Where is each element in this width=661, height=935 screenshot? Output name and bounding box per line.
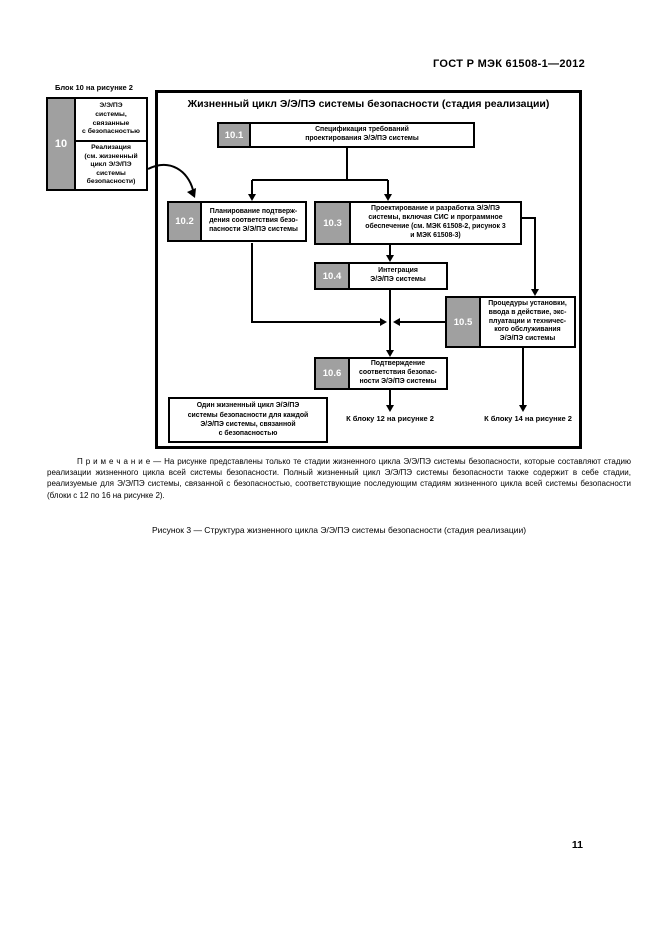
figure-note: П р и м е ч а н и е — На рисунке предста…	[47, 457, 631, 500]
page-number: 11	[571, 839, 583, 851]
block10: 10 Э/Э/ПЭ системы, связанные с безопасно…	[46, 97, 148, 191]
diagram-title: Жизненный цикл Э/Э/ПЭ системы безопаснос…	[187, 98, 550, 110]
flow-box-10-5: 10.5 Процедуры установки, ввода в действ…	[445, 296, 576, 348]
flow-box-10-2-number: 10.2	[169, 203, 202, 240]
flow-box-10-3-text: Проектирование и разработка Э/Э/ПЭ систе…	[365, 205, 506, 239]
flow-box-10-6-number: 10.6	[316, 359, 350, 388]
flow-box-10-5-text: Процедуры установки, ввода в действие, э…	[488, 300, 567, 343]
flow-box-10-4-number: 10.4	[316, 264, 350, 288]
flow-box-10-5-number: 10.5	[447, 298, 481, 346]
flow-box-10-1-number: 10.1	[219, 124, 251, 146]
flow-box-10-1: 10.1 Спецификация требований проектирова…	[217, 122, 475, 148]
exit-label-block12: К блоку 12 на рисунке 2	[346, 414, 434, 423]
block10-top-cell: Э/Э/ПЭ системы, связанные с безопасность…	[76, 99, 146, 143]
flow-box-10-6: 10.6 Подтверждение соответствия безопас-…	[314, 357, 448, 390]
flow-box-10-2-text: Планирование подтверж- дения соответстви…	[209, 208, 298, 233]
flow-box-10-6-text: Подтверждение соответствия безопас- ност…	[359, 360, 437, 385]
flow-box-10-3-number: 10.3	[316, 203, 351, 243]
lifecycle-note-box: Один жизненный цикл Э/Э/ПЭ системы безоп…	[168, 397, 328, 443]
block10-bottom-cell: Реализация (см. жизненный цикл Э/Э/ПЭ си…	[84, 144, 138, 186]
flow-box-10-2: 10.2 Планирование подтверж- дения соотве…	[167, 201, 307, 242]
block10-label: Блок 10 на рисунке 2	[55, 83, 133, 92]
document-header: ГОСТ Р МЭК 61508-1—2012	[433, 58, 585, 70]
flow-box-10-3: 10.3 Проектирование и разработка Э/Э/ПЭ …	[314, 201, 522, 245]
exit-label-block14: К блоку 14 на рисунке 2	[484, 414, 572, 423]
flow-box-10-4-text: Интеграция Э/Э/ПЭ системы	[370, 267, 426, 283]
block10-number: 10	[48, 99, 76, 189]
figure-caption: Рисунок 3 — Структура жизненного цикла Э…	[151, 525, 527, 535]
flow-box-10-4: 10.4 Интеграция Э/Э/ПЭ системы	[314, 262, 448, 290]
block10-cells: Э/Э/ПЭ системы, связанные с безопасность…	[76, 99, 146, 189]
flow-box-10-1-text: Спецификация требований проектирования Э…	[305, 126, 419, 142]
